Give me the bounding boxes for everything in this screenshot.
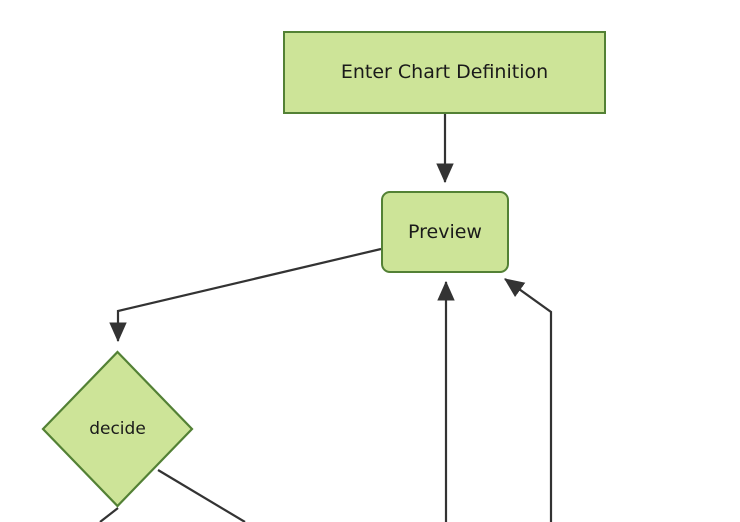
diamond-shape <box>41 350 194 508</box>
edge-decide-out-right <box>157 469 246 522</box>
node-label: decide <box>89 418 146 439</box>
node-label: Enter Chart Definition <box>340 61 549 84</box>
node-label: Preview <box>408 220 482 243</box>
node-decide[interactable]: decide <box>41 350 194 508</box>
node-preview[interactable]: Preview <box>381 191 509 273</box>
edge-decide-out-left <box>99 507 119 522</box>
edge-preview-to-decide <box>109 247 382 343</box>
edge-inbound-right-to-preview <box>504 278 553 522</box>
node-enter-chart-definition[interactable]: Enter Chart Definition <box>283 31 606 114</box>
